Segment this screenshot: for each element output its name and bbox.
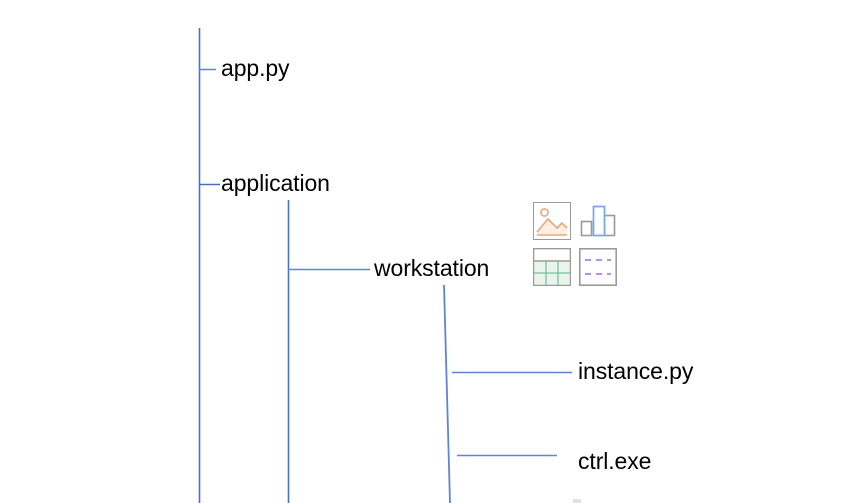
tree-node-app-py[interactable]: app.py bbox=[221, 55, 290, 81]
tree-node-application[interactable]: application bbox=[221, 170, 330, 196]
image-icon[interactable] bbox=[533, 202, 571, 240]
table-icon[interactable] bbox=[533, 248, 571, 286]
trunk-line-workstation bbox=[443, 284, 451, 503]
placeholder-icon[interactable] bbox=[579, 248, 617, 286]
icon-cluster bbox=[533, 202, 623, 290]
bar-chart-icon[interactable] bbox=[579, 202, 617, 240]
tree-node-workstation[interactable]: workstation bbox=[374, 255, 490, 281]
tree-node-instance-py[interactable]: instance.py bbox=[578, 358, 694, 384]
clipped-artifact bbox=[573, 499, 581, 503]
tree-node-ctrl-exe[interactable]: ctrl.exe bbox=[578, 448, 652, 474]
